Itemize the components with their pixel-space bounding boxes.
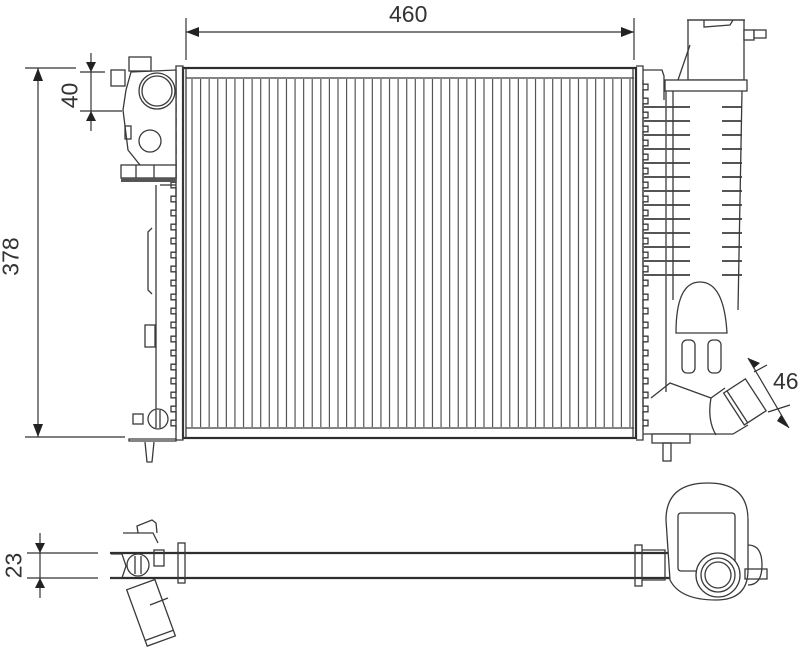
radiator-core xyxy=(181,66,638,440)
outlet-pipe xyxy=(722,378,768,426)
dimension-label-width: 460 xyxy=(389,1,428,27)
dimension-height xyxy=(25,67,125,438)
right-tank xyxy=(636,19,768,462)
front-view xyxy=(25,18,791,463)
dimension-label-height: 378 xyxy=(0,237,24,276)
bottom-left-end xyxy=(111,519,186,647)
left-tank xyxy=(110,56,184,463)
dimension-label-inlet-offset: 40 xyxy=(56,82,83,109)
dimension-outlet-diameter xyxy=(747,357,791,429)
dimension-inlet-offset xyxy=(80,53,122,131)
bottom-left-pipe xyxy=(125,578,177,647)
dimension-width xyxy=(185,18,635,60)
dimension-label-core-thickness: 23 xyxy=(0,552,27,579)
bottom-view xyxy=(27,482,768,647)
core-fins xyxy=(191,79,631,427)
tank-cooling-fins xyxy=(644,106,742,276)
dimension-core-thickness xyxy=(35,533,45,598)
bottom-right-end xyxy=(634,482,768,601)
dimension-label-outlet-diameter: 46 xyxy=(773,368,799,394)
expansion-tank xyxy=(664,19,767,311)
